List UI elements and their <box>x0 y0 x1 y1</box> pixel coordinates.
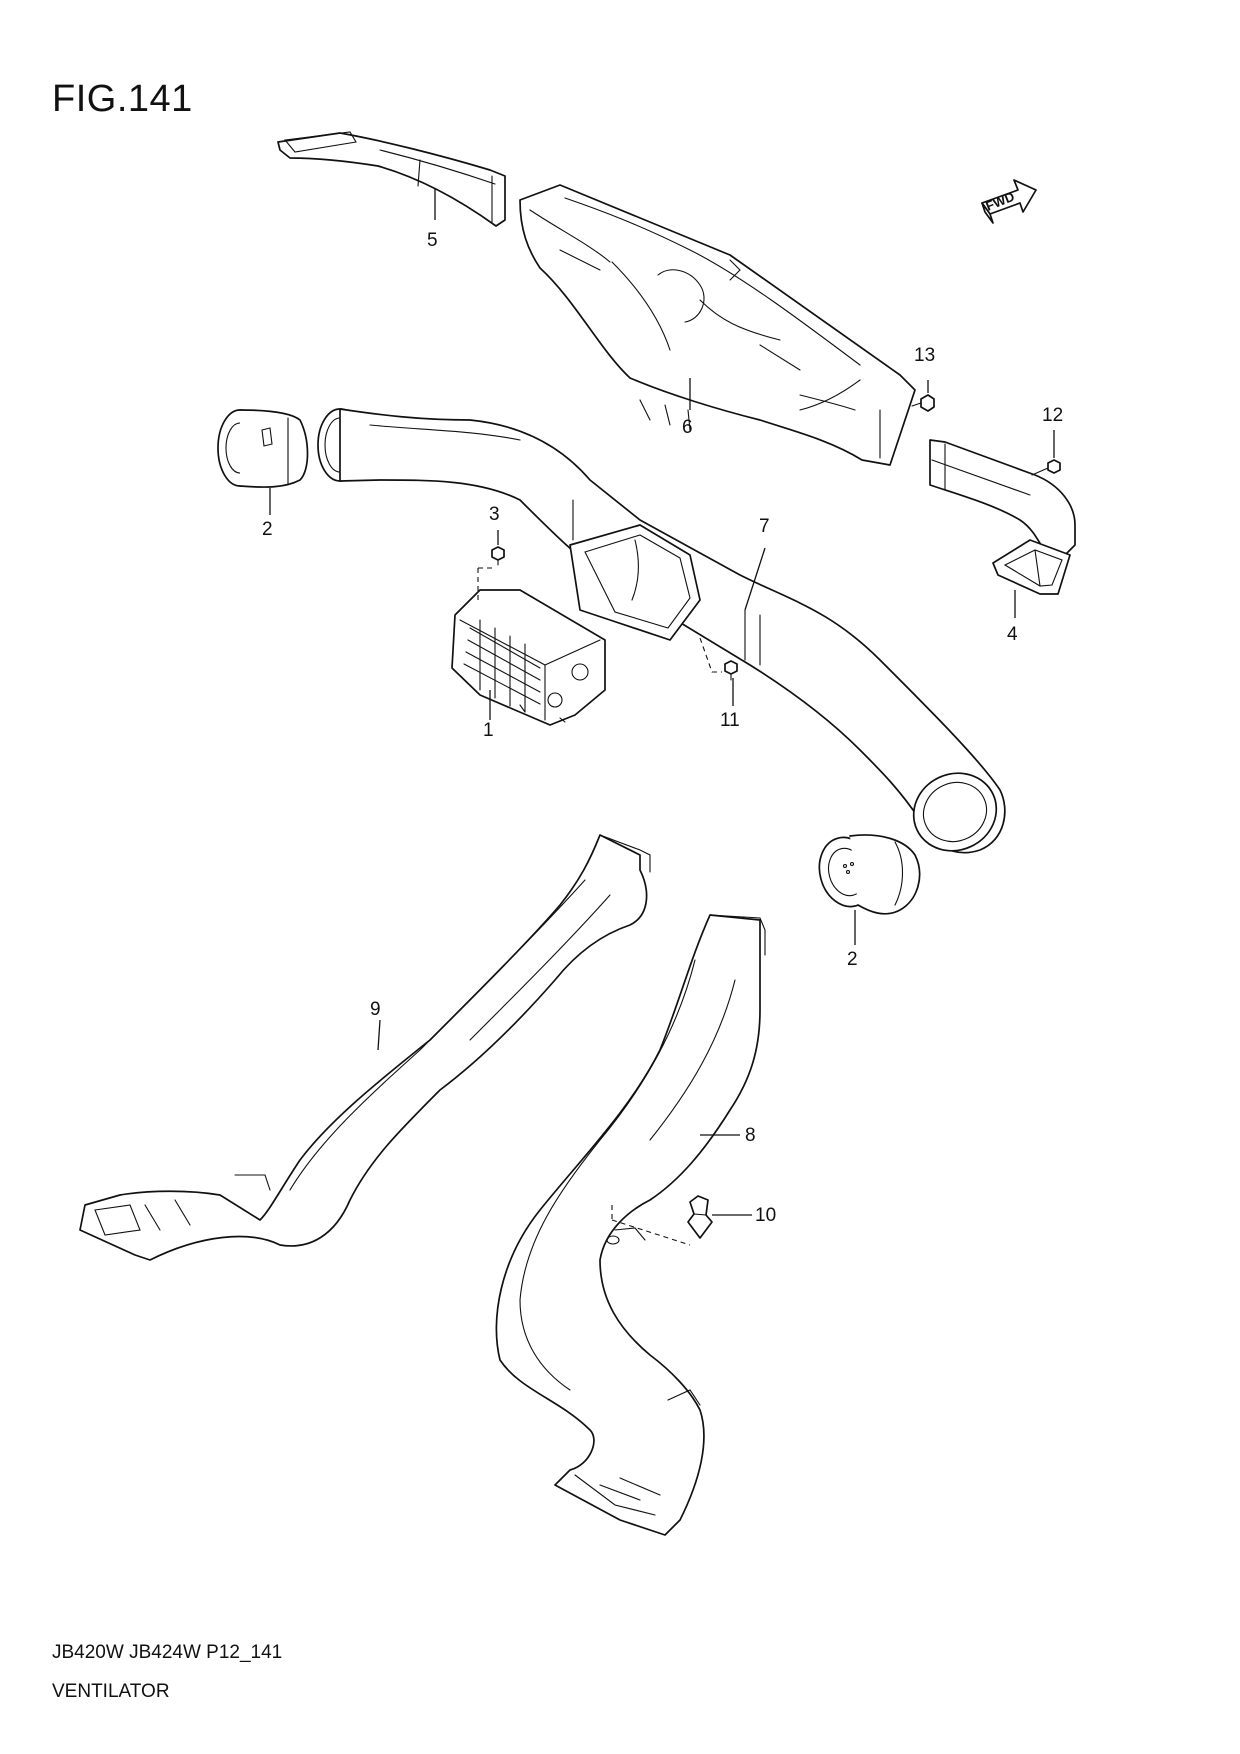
figure-title: FIG.141 <box>52 78 193 120</box>
callout-10: 10 <box>755 1205 776 1226</box>
callout-12: 12 <box>1042 405 1063 426</box>
part-2-nozzle-upper <box>217 409 309 488</box>
part-7-main-duct <box>317 408 1006 854</box>
callout-9: 9 <box>370 999 381 1020</box>
callout-4: 4 <box>1007 624 1018 645</box>
part-13-bolt <box>911 394 935 412</box>
callout-3: 3 <box>489 504 500 525</box>
part-2-nozzle-lower <box>818 834 921 915</box>
part-6-duct-assembly <box>519 184 916 466</box>
footer-section-name: VENTILATOR <box>52 1681 170 1702</box>
callout-1: 1 <box>483 720 494 741</box>
callout-7: 7 <box>759 516 770 537</box>
fwd-arrow-icon: FWD <box>981 179 1037 224</box>
part-5-duct <box>277 131 506 227</box>
part-11-screw <box>724 660 738 681</box>
callout-labels: 5 6 13 12 4 2 3 7 1 11 2 9 8 10 <box>262 230 1063 1226</box>
part-10-clip <box>687 1195 713 1239</box>
callout-5: 5 <box>427 230 438 251</box>
part-12-screw <box>1031 459 1061 476</box>
callout-2-lower: 2 <box>847 949 858 970</box>
callout-6: 6 <box>682 417 693 438</box>
leader-lines <box>269 188 1055 1246</box>
callout-2-upper: 2 <box>262 519 273 540</box>
part-8-floor-duct <box>495 914 766 1536</box>
part-4-duct <box>929 439 1076 595</box>
callout-8: 8 <box>745 1125 756 1146</box>
part-9-floor-duct <box>79 834 651 1261</box>
footer-model-code: JB420W JB424W P12_141 <box>52 1642 283 1663</box>
callout-11: 11 <box>720 710 740 731</box>
part-3-screw <box>491 546 505 566</box>
callout-13: 13 <box>914 345 935 366</box>
